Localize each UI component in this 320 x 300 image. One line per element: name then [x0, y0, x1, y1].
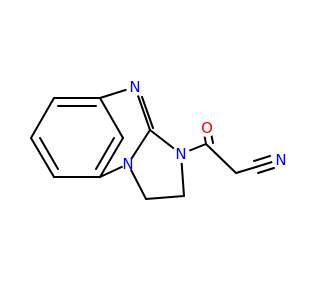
- atom-n-amide: N: [175, 145, 186, 163]
- atom-n-nitrile: N: [275, 151, 286, 169]
- bond-carbonyl-ch2: [205, 143, 237, 174]
- bond-benzene-5: [30, 137, 55, 178]
- atom-n-imine: N: [129, 78, 140, 96]
- bond-n1-c2-double: [141, 96, 154, 129]
- molecule-diagram: N N N O N: [30, 78, 290, 200]
- atom-n-imine-bg: [126, 78, 144, 96]
- bond-nitrile-triple-2: [253, 155, 271, 162]
- bond-ch2-nitrile-c: [235, 166, 257, 174]
- bond-nitrile-triple-1: [255, 161, 273, 168]
- bond-nitrile-triple-3: [257, 167, 275, 174]
- bond-benzene-6: [30, 97, 55, 139]
- atom-o-carbonyl: O: [201, 119, 213, 137]
- bond-benzene-3-inner: [95, 137, 115, 170]
- bond-benzene-2: [99, 97, 124, 139]
- bond-benzene-3: [99, 137, 124, 178]
- bond-benzene-5-inner: [39, 137, 59, 170]
- atom-o-carbonyl-bg: [198, 119, 216, 137]
- molecule-structure: N N N O N: [30, 78, 290, 200]
- bond-c2-n3: [127, 129, 151, 165]
- atom-n-amide-bg: [172, 145, 190, 163]
- atom-n-ring-bottom-bg: [122, 158, 134, 170]
- atom-n-nitrile-bg: [272, 151, 290, 169]
- bond-n3-ch2a: [127, 163, 147, 200]
- atom-n-ring-bottom: N: [122, 155, 133, 173]
- bond-ch2a-ch2b: [145, 195, 185, 200]
